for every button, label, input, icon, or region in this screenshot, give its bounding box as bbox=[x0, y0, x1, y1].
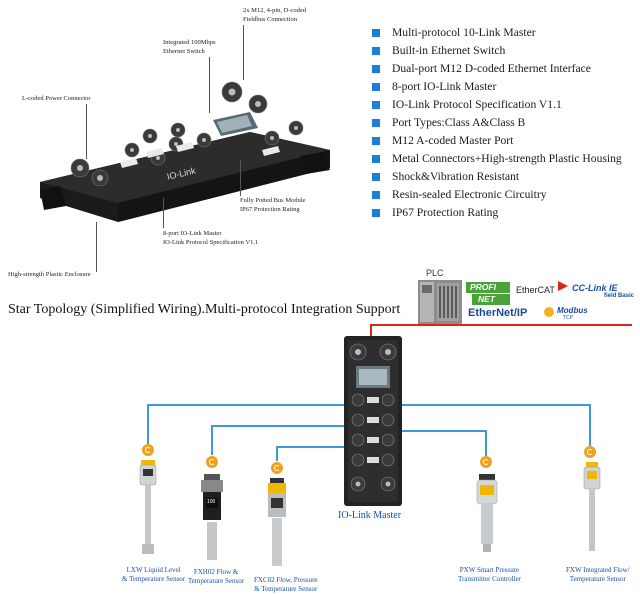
list-item: 8-port IO-Link Master bbox=[372, 78, 622, 96]
iolink-icon bbox=[142, 444, 154, 456]
callout-power: L-coded Power Connector bbox=[22, 95, 91, 102]
sensor-label-fxw: FXW Integrated Flow/Temperature Sensor bbox=[566, 566, 630, 583]
link-line bbox=[147, 404, 149, 446]
sensor-display-value: 100 bbox=[207, 499, 216, 505]
sensor-label-fxc02: FXC02 Flow, Pressure& Temperature Sensor bbox=[254, 576, 318, 593]
plc-link-vertical bbox=[370, 324, 372, 338]
link-line bbox=[400, 430, 486, 432]
callout-ethernet-switch: Integrated 100Mbps Ethernet Switch bbox=[163, 39, 216, 55]
list-item: Resin-sealed Electronic Circuitry bbox=[372, 186, 622, 204]
link-line bbox=[485, 430, 487, 458]
link-line bbox=[589, 404, 591, 446]
link-line bbox=[147, 404, 347, 406]
plc-icon bbox=[418, 280, 462, 324]
link-line bbox=[211, 425, 347, 427]
cclink-sub: field Basic bbox=[604, 293, 635, 299]
link-line bbox=[211, 425, 213, 455]
list-item: Multi-protocol 10-Link Master bbox=[372, 24, 622, 42]
housing-top bbox=[40, 132, 330, 203]
modbus-sub: TCP bbox=[563, 315, 573, 321]
callout-potted: Fully Potted Bus Module IP67 Protection … bbox=[240, 197, 306, 213]
io-link-master-module bbox=[344, 336, 402, 506]
list-item: IO-Link Protocol Specification V1.1 bbox=[372, 96, 622, 114]
sensor-fxw bbox=[583, 462, 601, 551]
iolink-icon bbox=[480, 456, 492, 468]
ethernetip-logo: EtherNet/IP bbox=[468, 307, 528, 319]
list-item: Dual-port M12 D-coded Ethernet Interface bbox=[372, 60, 622, 78]
plc-label: PLC bbox=[426, 268, 444, 278]
callout-fieldbus: 2x M12, 4-pin, D-coded Fieldbus Connecti… bbox=[243, 7, 307, 23]
sensor-fxc02 bbox=[268, 478, 286, 566]
profinet-text-top: PROFI bbox=[470, 282, 496, 292]
modbus-mark bbox=[544, 307, 554, 317]
ethercat-logo: EtherCAT bbox=[516, 285, 555, 295]
list-item: Port Types:Class A&Class B bbox=[372, 114, 622, 132]
master-label: IO-Link Master bbox=[338, 510, 402, 521]
list-item: IP67 Protection Rating bbox=[372, 204, 622, 222]
list-item: Shock&Vibration Resistant bbox=[372, 168, 622, 186]
list-item: Metal Connectors+High-strength Plastic H… bbox=[372, 150, 622, 168]
cclink-logo: CC-Link IE bbox=[572, 283, 618, 293]
sensor-fxh02 bbox=[201, 474, 223, 560]
list-item: Built-in Ethernet Switch bbox=[372, 42, 622, 60]
sensor-lxw bbox=[139, 460, 157, 554]
sensor-label-lxw: LXW Liquid Level& Temperature Sensor bbox=[122, 566, 186, 583]
link-line bbox=[276, 446, 347, 448]
list-item: M12 A-coded Master Port bbox=[372, 132, 622, 150]
m12-ports bbox=[70, 81, 304, 187]
plc-link-horizontal bbox=[370, 324, 632, 326]
sensor-label-fxh02: FXH02 Flow &Temperature Sensor bbox=[188, 568, 245, 585]
modbus-logo: Modbus bbox=[557, 306, 588, 315]
profinet-logo bbox=[466, 282, 510, 305]
link-line bbox=[276, 446, 278, 461]
sensor-pxw bbox=[476, 474, 498, 552]
link-line bbox=[400, 404, 590, 406]
callout-enclosure: High-strength Plastic Enclosure bbox=[8, 271, 91, 278]
topology-title: Star Topology (Simplified Wiring).Multi-… bbox=[8, 302, 401, 317]
profinet-text-bottom: NET bbox=[478, 294, 495, 304]
callout-ports: 8-port IO-Link Master IO-Link Protocol S… bbox=[163, 230, 259, 246]
product-illustration bbox=[40, 81, 330, 222]
iolink-icon bbox=[206, 456, 218, 468]
feature-list: Multi-protocol 10-Link Master Built-in E… bbox=[372, 24, 622, 222]
ethercat-mark bbox=[558, 281, 568, 291]
iolink-icon bbox=[584, 446, 596, 458]
iolink-icon bbox=[271, 462, 283, 474]
